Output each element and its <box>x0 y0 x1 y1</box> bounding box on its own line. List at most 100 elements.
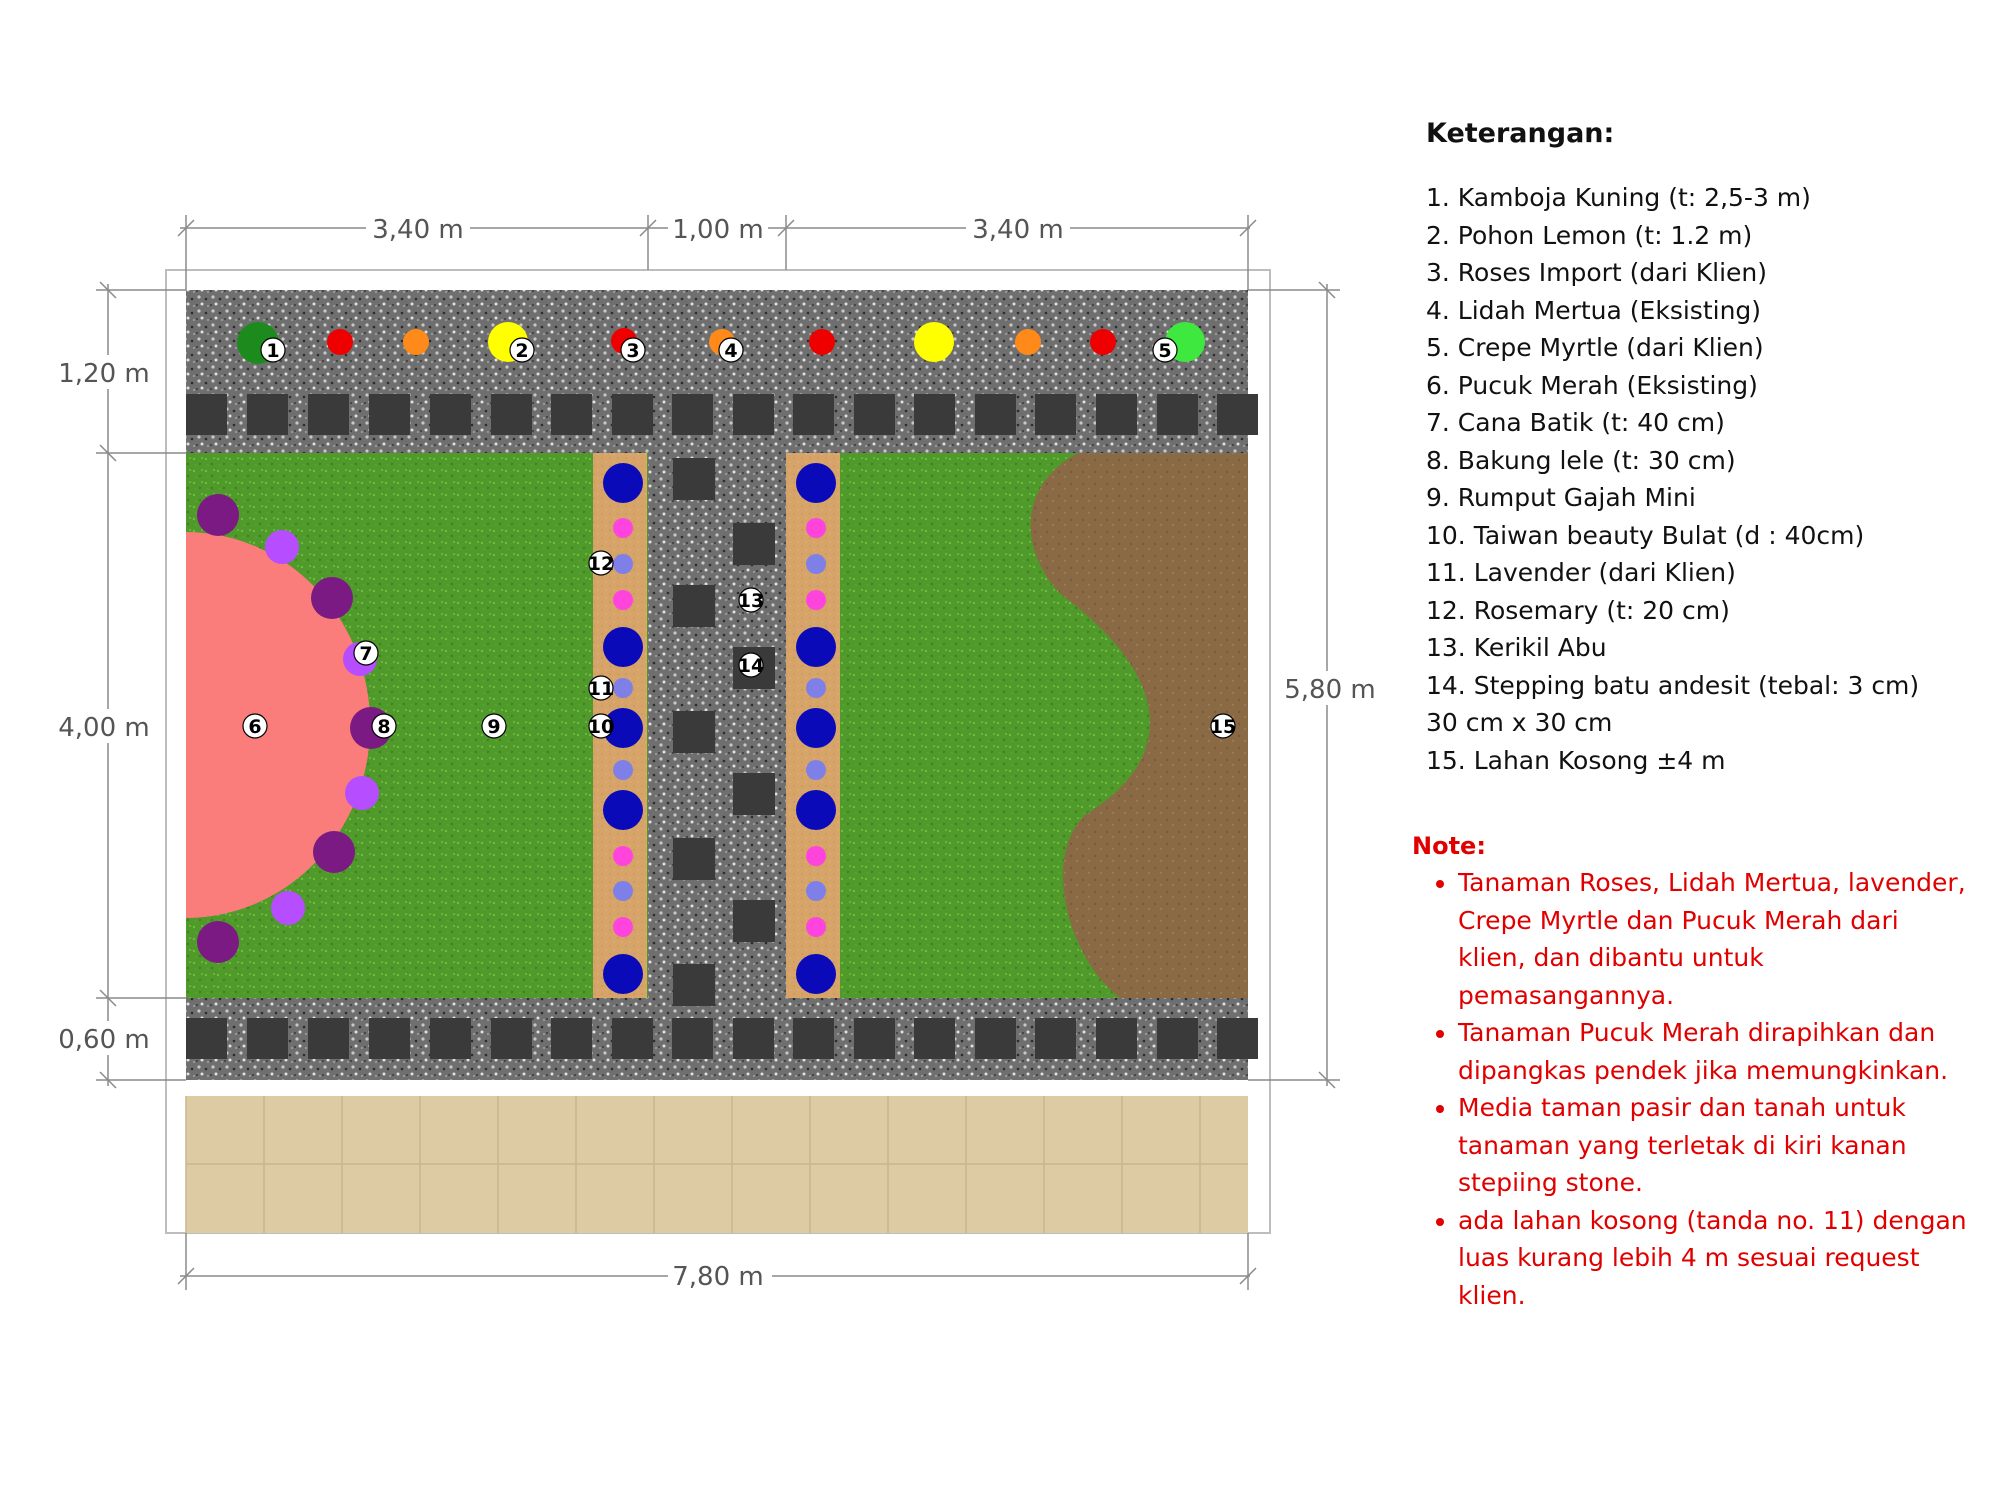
stepping-stone <box>914 394 955 435</box>
rosemary-plant <box>613 590 633 610</box>
label-badge-number: 2 <box>515 340 528 362</box>
taiwan-beauty-plant <box>796 954 836 994</box>
stepping-stone <box>1217 1018 1258 1059</box>
stepping-stone <box>1157 394 1198 435</box>
label-badge-number: 13 <box>738 590 764 612</box>
stepping-stone <box>673 711 715 753</box>
stepping-stone <box>793 394 834 435</box>
cana-batik-plant <box>271 891 305 925</box>
legend-item: 13. Kerikil Abu <box>1426 633 1607 662</box>
note-item: ada lahan kosong (tanda no. 11) dengan l… <box>1458 1202 1972 1315</box>
note-item: Tanaman Roses, Lidah Mertua, lavender, C… <box>1458 864 1972 1014</box>
stepping-stone <box>1157 1018 1198 1059</box>
legend-item: 3. Roses Import (dari Klien) <box>1426 258 1768 287</box>
stepping-stone <box>369 394 410 435</box>
rosemary-plant <box>806 917 826 937</box>
notes-panel: Note: Tanaman Roses, Lidah Mertua, laven… <box>1412 832 1972 1314</box>
bakung-lele-plant <box>197 494 239 536</box>
lavender-plant <box>806 678 826 698</box>
stepping-stone <box>551 394 592 435</box>
label-badge-number: 10 <box>588 716 614 738</box>
stepping-stone <box>914 1018 955 1059</box>
stepping-stone <box>975 394 1016 435</box>
bakung-lele-plant <box>313 831 355 873</box>
legend-title: Keterangan: <box>1426 118 1615 149</box>
stepping-stone <box>1096 1018 1137 1059</box>
legend-item: 10. Taiwan beauty Bulat (d : 40cm) <box>1426 520 1865 550</box>
label-badge <box>588 550 614 576</box>
label-badge <box>1152 337 1178 363</box>
label-badge-number: 14 <box>738 655 764 677</box>
stepping-stone <box>247 1018 288 1059</box>
roses-plant <box>809 329 835 355</box>
label-badge <box>588 675 614 701</box>
taiwan-beauty-plant <box>603 627 643 667</box>
stepping-stone <box>1035 394 1076 435</box>
stepping-stone <box>186 394 227 435</box>
lavender-plant <box>806 881 826 901</box>
lidah-mertua-plant <box>1015 329 1041 355</box>
stepping-stone <box>672 1018 713 1059</box>
legend-item: 14. Stepping batu andesit (tebal: 3 cm) <box>1426 670 1920 700</box>
label-badge <box>738 587 764 613</box>
stepping-stone <box>430 1018 471 1059</box>
stepping-stone <box>551 1018 592 1059</box>
label-badge <box>242 713 268 739</box>
label-badge <box>620 337 646 363</box>
legend-item: 11. Lavender (dari Klien) <box>1426 558 1736 587</box>
stepping-stone <box>733 900 775 942</box>
legend-item: 7. Cana Batik (t: 40 cm) <box>1426 408 1725 437</box>
label-badge <box>588 713 614 739</box>
label-badge-number: 4 <box>724 340 737 362</box>
note-item: Tanaman Pucuk Merah dirapihkan dan dipan… <box>1458 1014 1972 1089</box>
stepping-stone <box>975 1018 1016 1059</box>
rosemary-plant <box>613 518 633 538</box>
label-badge <box>481 713 507 739</box>
stepping-stone <box>673 585 715 627</box>
lavender-plant <box>806 760 826 780</box>
taiwan-beauty-plant <box>603 708 643 748</box>
dim-left-mid: 4,00 m <box>58 713 149 743</box>
legend-item: 6. Pucuk Merah (Eksisting) <box>1426 370 1758 400</box>
taiwan-beauty-plant <box>796 708 836 748</box>
label-badge <box>371 713 397 739</box>
rosemary-plant <box>806 846 826 866</box>
label-badge-number: 1 <box>266 340 279 362</box>
note-item: Media taman pasir dan tanah untuk tanama… <box>1458 1089 1972 1202</box>
stepping-stone <box>673 458 715 500</box>
notes-title: Note: <box>1412 832 1486 860</box>
stepping-stone <box>1217 394 1258 435</box>
label-badge <box>353 640 379 666</box>
legend-item: 2. Pohon Lemon (t: 1.2 m) <box>1426 220 1753 250</box>
cana-batik-plant <box>265 530 299 564</box>
legend-item: 1. Kamboja Kuning (t: 2,5-3 m) <box>1426 183 1811 212</box>
stepping-stone <box>1096 394 1137 435</box>
stepping-stone-row-top <box>186 394 1258 435</box>
stepping-stone <box>491 1018 532 1059</box>
paving-tile-area <box>185 1096 1248 1233</box>
stepping-stone <box>733 394 774 435</box>
cana-batik-plant <box>345 776 379 810</box>
dim-top-mid: 1,00 m <box>672 215 763 245</box>
stepping-stone <box>308 394 349 435</box>
stepping-stone <box>733 1018 774 1059</box>
label-badge <box>738 652 764 678</box>
dim-top-left: 3,40 m <box>372 215 463 245</box>
taiwan-beauty-plant <box>796 463 836 503</box>
taiwan-beauty-plant <box>603 954 643 994</box>
dim-left-top: 1,20 m <box>58 359 149 389</box>
stepping-stone <box>308 1018 349 1059</box>
label-badge-number: 9 <box>487 716 500 738</box>
stepping-stone <box>430 394 471 435</box>
stepping-stone <box>854 394 895 435</box>
stepping-stone <box>369 1018 410 1059</box>
label-badge-number: 7 <box>359 643 372 665</box>
label-badge <box>260 337 286 363</box>
stepping-stone <box>673 838 715 880</box>
lahan-kosong-area <box>1030 453 1248 998</box>
stepping-stone-row-bottom <box>186 1018 1258 1059</box>
legend-item: 30 cm x 30 cm <box>1426 708 1613 737</box>
label-badge-number: 3 <box>626 340 639 362</box>
taiwan-beauty-plant <box>796 790 836 830</box>
